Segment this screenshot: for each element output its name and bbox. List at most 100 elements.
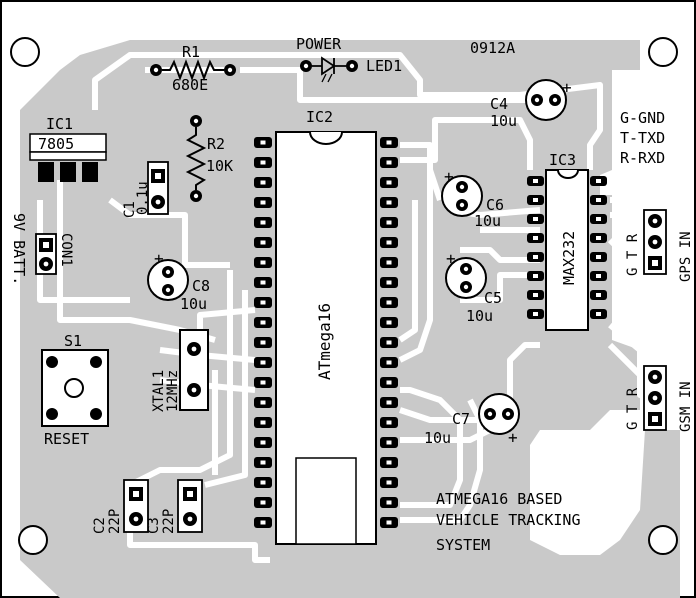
board-code: 0912A [470, 39, 515, 57]
con1-connector [35, 233, 57, 275]
ic2-part: ATmega16 [315, 303, 334, 380]
ic2-pad-left-17-drill [260, 460, 266, 465]
ic2-pad-right-7-drill [386, 260, 392, 265]
mounting-holes [10, 37, 678, 555]
ic3-notch [557, 169, 579, 179]
c5-outline [445, 257, 487, 299]
c7-capacitor [478, 393, 520, 435]
ic2-pad-left-1-drill [260, 140, 266, 145]
s1-pad-4 [90, 408, 102, 420]
led1-symbol [312, 56, 346, 76]
legend-rxd: R-RXD [620, 149, 665, 167]
ic2-pad-right-5-drill [386, 220, 392, 225]
ic1-pad-2 [60, 162, 76, 182]
c4-name: C4 [490, 95, 508, 113]
ic1-pad-3 [82, 162, 98, 182]
ic3-pad-left-7-drill [533, 293, 538, 297]
gps-in-label: GPS IN [678, 231, 694, 282]
ic3-pad-right-4-drill [596, 236, 601, 240]
c2-capacitor [123, 479, 149, 533]
c6-value: 10u [474, 212, 501, 230]
ic2-pad-right-2-drill [386, 160, 392, 165]
board-title-line-2: VEHICLE TRACKING [436, 511, 581, 529]
ic2-pad-right-8-drill [386, 280, 392, 285]
ic3-pad-left-8-drill [533, 312, 538, 316]
c2-name: C2 [92, 517, 108, 534]
ic2-pad-left-9-drill [260, 300, 266, 305]
gsm-connector [643, 365, 667, 431]
gsm-in-label: GSM IN [678, 381, 694, 432]
ic2-pad-right-4-drill [386, 200, 392, 205]
c7-plus: + [508, 428, 518, 447]
ic1-pad-1 [38, 162, 54, 182]
reset-label: RESET [44, 430, 89, 448]
c5-capacitor [445, 257, 487, 299]
c1-capacitor [147, 161, 169, 215]
ic2-pad-right-14-drill [386, 400, 392, 405]
ic3-pad-left-3-drill [533, 217, 538, 221]
c5-value: 10u [466, 307, 493, 325]
c5-plus: + [446, 249, 456, 268]
ic2-pad-right-6-drill [386, 240, 392, 245]
ic2-pad-right-3-drill [386, 180, 392, 185]
ic2-notch [309, 131, 343, 145]
c4-outline [525, 79, 567, 121]
ic2-pad-left-12-drill [260, 360, 266, 365]
s1-name: S1 [64, 332, 82, 350]
ic2-pad-left-14-drill [260, 400, 266, 405]
s1-reset-switch [41, 349, 109, 427]
c5-name: C5 [484, 289, 502, 307]
r2-value: 10K [206, 157, 233, 175]
ic2-pad-right-11-drill [386, 340, 392, 345]
c2-value: 22P [107, 509, 123, 534]
legend-txd: T-TXD [620, 129, 665, 147]
ic3-body [545, 169, 589, 331]
battery-label: 9V BATT. [10, 213, 28, 285]
ic2-pad-right-17-drill [386, 460, 392, 465]
ic2-pads [254, 137, 398, 528]
ic2-pad-left-15-drill [260, 420, 266, 425]
c6-name: C6 [486, 196, 504, 214]
ic2-pad-right-1-drill [386, 140, 392, 145]
c1-value: 0.1u [135, 181, 151, 215]
led1-label: LED1 [366, 57, 402, 75]
ic3-part: MAX232 [560, 231, 578, 285]
c7-outline [478, 393, 520, 435]
board-title-line-1: ATMEGA16 BASED [436, 490, 562, 508]
ic2-pad-right-15-drill [386, 420, 392, 425]
copper-traces [37, 52, 645, 563]
ic2-pad-left-10-drill [260, 320, 266, 325]
ic3-pad-left-4-drill [533, 236, 538, 240]
ic3-name: IC3 [549, 151, 576, 169]
mounting-hole-bottom-left [18, 525, 48, 555]
board-title-line-3: SYSTEM [436, 536, 490, 554]
ic1-7805 [29, 133, 107, 182]
c6-plus: + [444, 167, 454, 186]
s1-pad-3 [46, 408, 58, 420]
ic2-pad-right-20-drill [386, 520, 392, 525]
c3-name: C3 [146, 517, 162, 534]
ic2-pad-left-7-drill [260, 260, 266, 265]
c8-value: 10u [180, 295, 207, 313]
xtal1-name: XTAL1 [151, 370, 167, 412]
c3-capacitor [177, 479, 203, 533]
c4-value: 10u [490, 112, 517, 130]
ic1-name: IC1 [46, 115, 73, 133]
c4-capacitor [525, 79, 567, 121]
ic2-name: IC2 [306, 108, 333, 126]
ic3-pad-right-6-drill [596, 274, 601, 278]
xtal1-crystal [179, 329, 209, 411]
c7-name: C7 [452, 410, 470, 428]
ic2-atmega16 [254, 131, 398, 545]
mounting-hole-top-left [10, 37, 40, 67]
ic3-pad-right-7-drill [596, 293, 601, 297]
r2-resistor [185, 115, 207, 202]
gps-connector [643, 209, 667, 275]
c1-name: C1 [122, 201, 138, 218]
gps-gtr-label: G T R [625, 233, 641, 276]
mounting-hole-top-right [648, 37, 678, 67]
c8-capacitor [147, 259, 189, 301]
ic2-pad-left-6-drill [260, 240, 266, 245]
c6-outline [441, 175, 483, 217]
ic2-pad-right-19-drill [386, 500, 392, 505]
